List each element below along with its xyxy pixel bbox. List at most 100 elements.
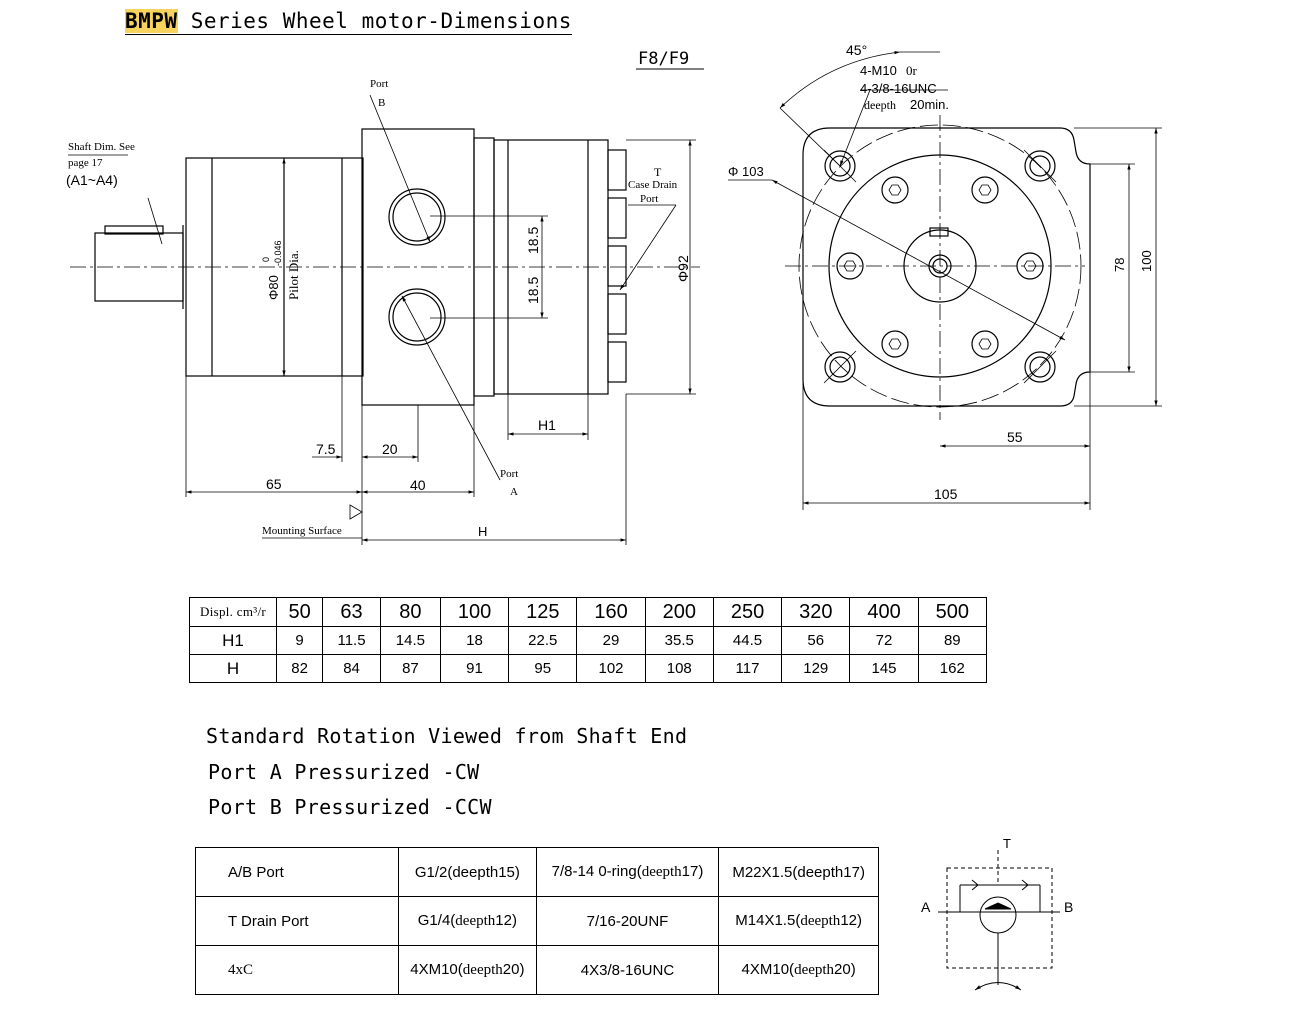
port-a-label: Port [500, 468, 518, 480]
table-cell: 29 [576, 626, 646, 655]
cell-text: 4XM10( [741, 961, 795, 978]
bolt-depth-a: deepth [864, 98, 896, 112]
symbol-port-t: T [1003, 836, 1011, 851]
table-cell: 4XM10(deepth20) [398, 945, 537, 995]
table-row: 4xC 4XM10(deepth20) 4X3/8-16UNC 4XM10(de… [195, 945, 879, 995]
cell-text: deepth [462, 962, 503, 978]
symbol-envelope [946, 867, 1053, 969]
table-row: T Drain Port G1/4(deepth12) 7/16-20UNF M… [195, 896, 879, 946]
sheet-title: BMPW Series Wheel motor-Dimensions [125, 8, 572, 35]
dim-100: 100 [1139, 250, 1154, 272]
table-cell: 87 [379, 654, 441, 683]
corner-hole [1024, 351, 1056, 383]
dim-18-5-bottom: 18.5 [525, 277, 541, 304]
pilot-diameter: Φ80 [266, 275, 281, 300]
table-cell: 63 [322, 597, 381, 627]
cell-text: 7/16-20UNF [586, 912, 669, 930]
shaft-key [104, 225, 164, 235]
hex-bolt [881, 176, 909, 204]
dim-65: 65 [266, 476, 282, 492]
table-cell: 4XM10(deepth20) [718, 945, 879, 995]
table-cell: 100 [439, 597, 510, 627]
dim-20: 20 [382, 441, 398, 457]
cell-text: M22X1.5(deepth17) [732, 863, 865, 881]
cell-text: G1/2(deepth15) [414, 863, 520, 881]
dim-40: 40 [410, 477, 426, 493]
cell-text: 20) [502, 961, 525, 978]
pilot-label: Pilot Dia. [286, 250, 301, 300]
table-cell: 7/8-14 0-ring(deepth17) [535, 847, 720, 897]
dim-55: 55 [1007, 429, 1023, 445]
port-a-letter: A [510, 486, 518, 498]
table-row: H1 9 11.5 14.5 18 22.5 29 35.5 44.5 56 7… [189, 626, 988, 655]
t-port-label: T [654, 165, 662, 179]
table-cell: M14X1.5(deepth12) [718, 896, 879, 946]
table-cell: 44.5 [712, 626, 783, 655]
table-cell: 95 [508, 654, 578, 683]
table-cell: 35.5 [644, 626, 714, 655]
port-b-label: Port [370, 78, 388, 90]
cell-text: deepth [800, 913, 841, 929]
table-cell: 7/16-20UNF [535, 896, 720, 946]
table-cell: 162 [917, 654, 988, 683]
table-row: A/B Port G1/2(deepth15) 7/8-14 0-ring(de… [195, 847, 879, 897]
dia-103: Φ 103 [728, 164, 764, 179]
table-cell: 82 [275, 654, 324, 683]
port-b-letter: B [378, 97, 385, 109]
side-view [68, 94, 700, 545]
cell-text: deepth [455, 913, 496, 929]
cell-text: 20) [834, 961, 856, 978]
dim-18-5-top: 18.5 [525, 227, 541, 254]
table-cell: M22X1.5(deepth17) [718, 847, 879, 897]
cell-text: 4XM10( [410, 961, 463, 978]
table-cell: 50 [275, 597, 324, 627]
title-text: Series Wheel motor-Dimensions [177, 9, 572, 33]
cell-text: 7/8-14 0-ring( [551, 863, 642, 880]
mounting-surface-label: Mounting Surface [262, 525, 342, 537]
pilot-tolerance-lower: -0.046 [273, 240, 283, 266]
cell-text: deepth [794, 962, 835, 978]
bolt-spec-2: 4-3/8-16UNC [860, 81, 937, 96]
dim-105: 105 [934, 486, 958, 502]
table-cell: 91 [439, 654, 510, 683]
table-cell: 250 [712, 597, 783, 627]
symbol-port-a: A [921, 899, 931, 915]
table-cell: 72 [849, 626, 919, 655]
port-a-circle [388, 288, 446, 346]
table-cell: 56 [781, 626, 851, 655]
dimension-drawing: F8/F9 [66, 42, 1162, 545]
rotation-note-cw: Port A Pressurized -CW [208, 760, 480, 784]
dim-h1: H1 [538, 417, 556, 433]
front-view [728, 50, 1162, 510]
hex-bolt [971, 330, 999, 358]
table-cell: 320 [781, 597, 851, 627]
shaft-note-line1: Shaft Dim. See [68, 141, 135, 153]
table-cell: 145 [849, 654, 919, 683]
table-cell: 125 [508, 597, 578, 627]
dim-7-5: 7.5 [316, 441, 336, 457]
rotation-note-title: Standard Rotation Viewed from Shaft End [206, 724, 688, 748]
dim-78: 78 [1112, 258, 1127, 272]
angle-arc [779, 50, 901, 109]
table-cell: 22.5 [508, 626, 578, 655]
case-drain-label: Case Drain [628, 179, 678, 191]
case-drain-port-label: Port [640, 193, 658, 205]
table-row: Displ. cm³/r 50 63 80 100 125 160 200 25… [189, 597, 988, 627]
cell-text: G1/4( [417, 912, 456, 929]
dia-92: Φ92 [675, 255, 691, 282]
shaft-note-line2: page 17 [68, 157, 103, 169]
hydraulic-symbol: A B T [921, 836, 1073, 991]
table-row: H 82 84 87 91 95 102 108 117 129 145 162 [189, 654, 988, 683]
table-cell: 200 [644, 597, 714, 627]
table-cell: 500 [917, 597, 988, 627]
table-cell: 14.5 [379, 626, 441, 655]
row-label: H1 [189, 626, 277, 655]
corner-hole [824, 351, 856, 383]
cell-text: 17) [681, 863, 704, 880]
table-cell: 102 [576, 654, 646, 683]
dim-h: H [478, 524, 487, 539]
flange-code: F8/F9 [638, 49, 689, 69]
rotation-note-ccw: Port B Pressurized -CCW [208, 795, 492, 819]
table-cell: 108 [644, 654, 714, 683]
